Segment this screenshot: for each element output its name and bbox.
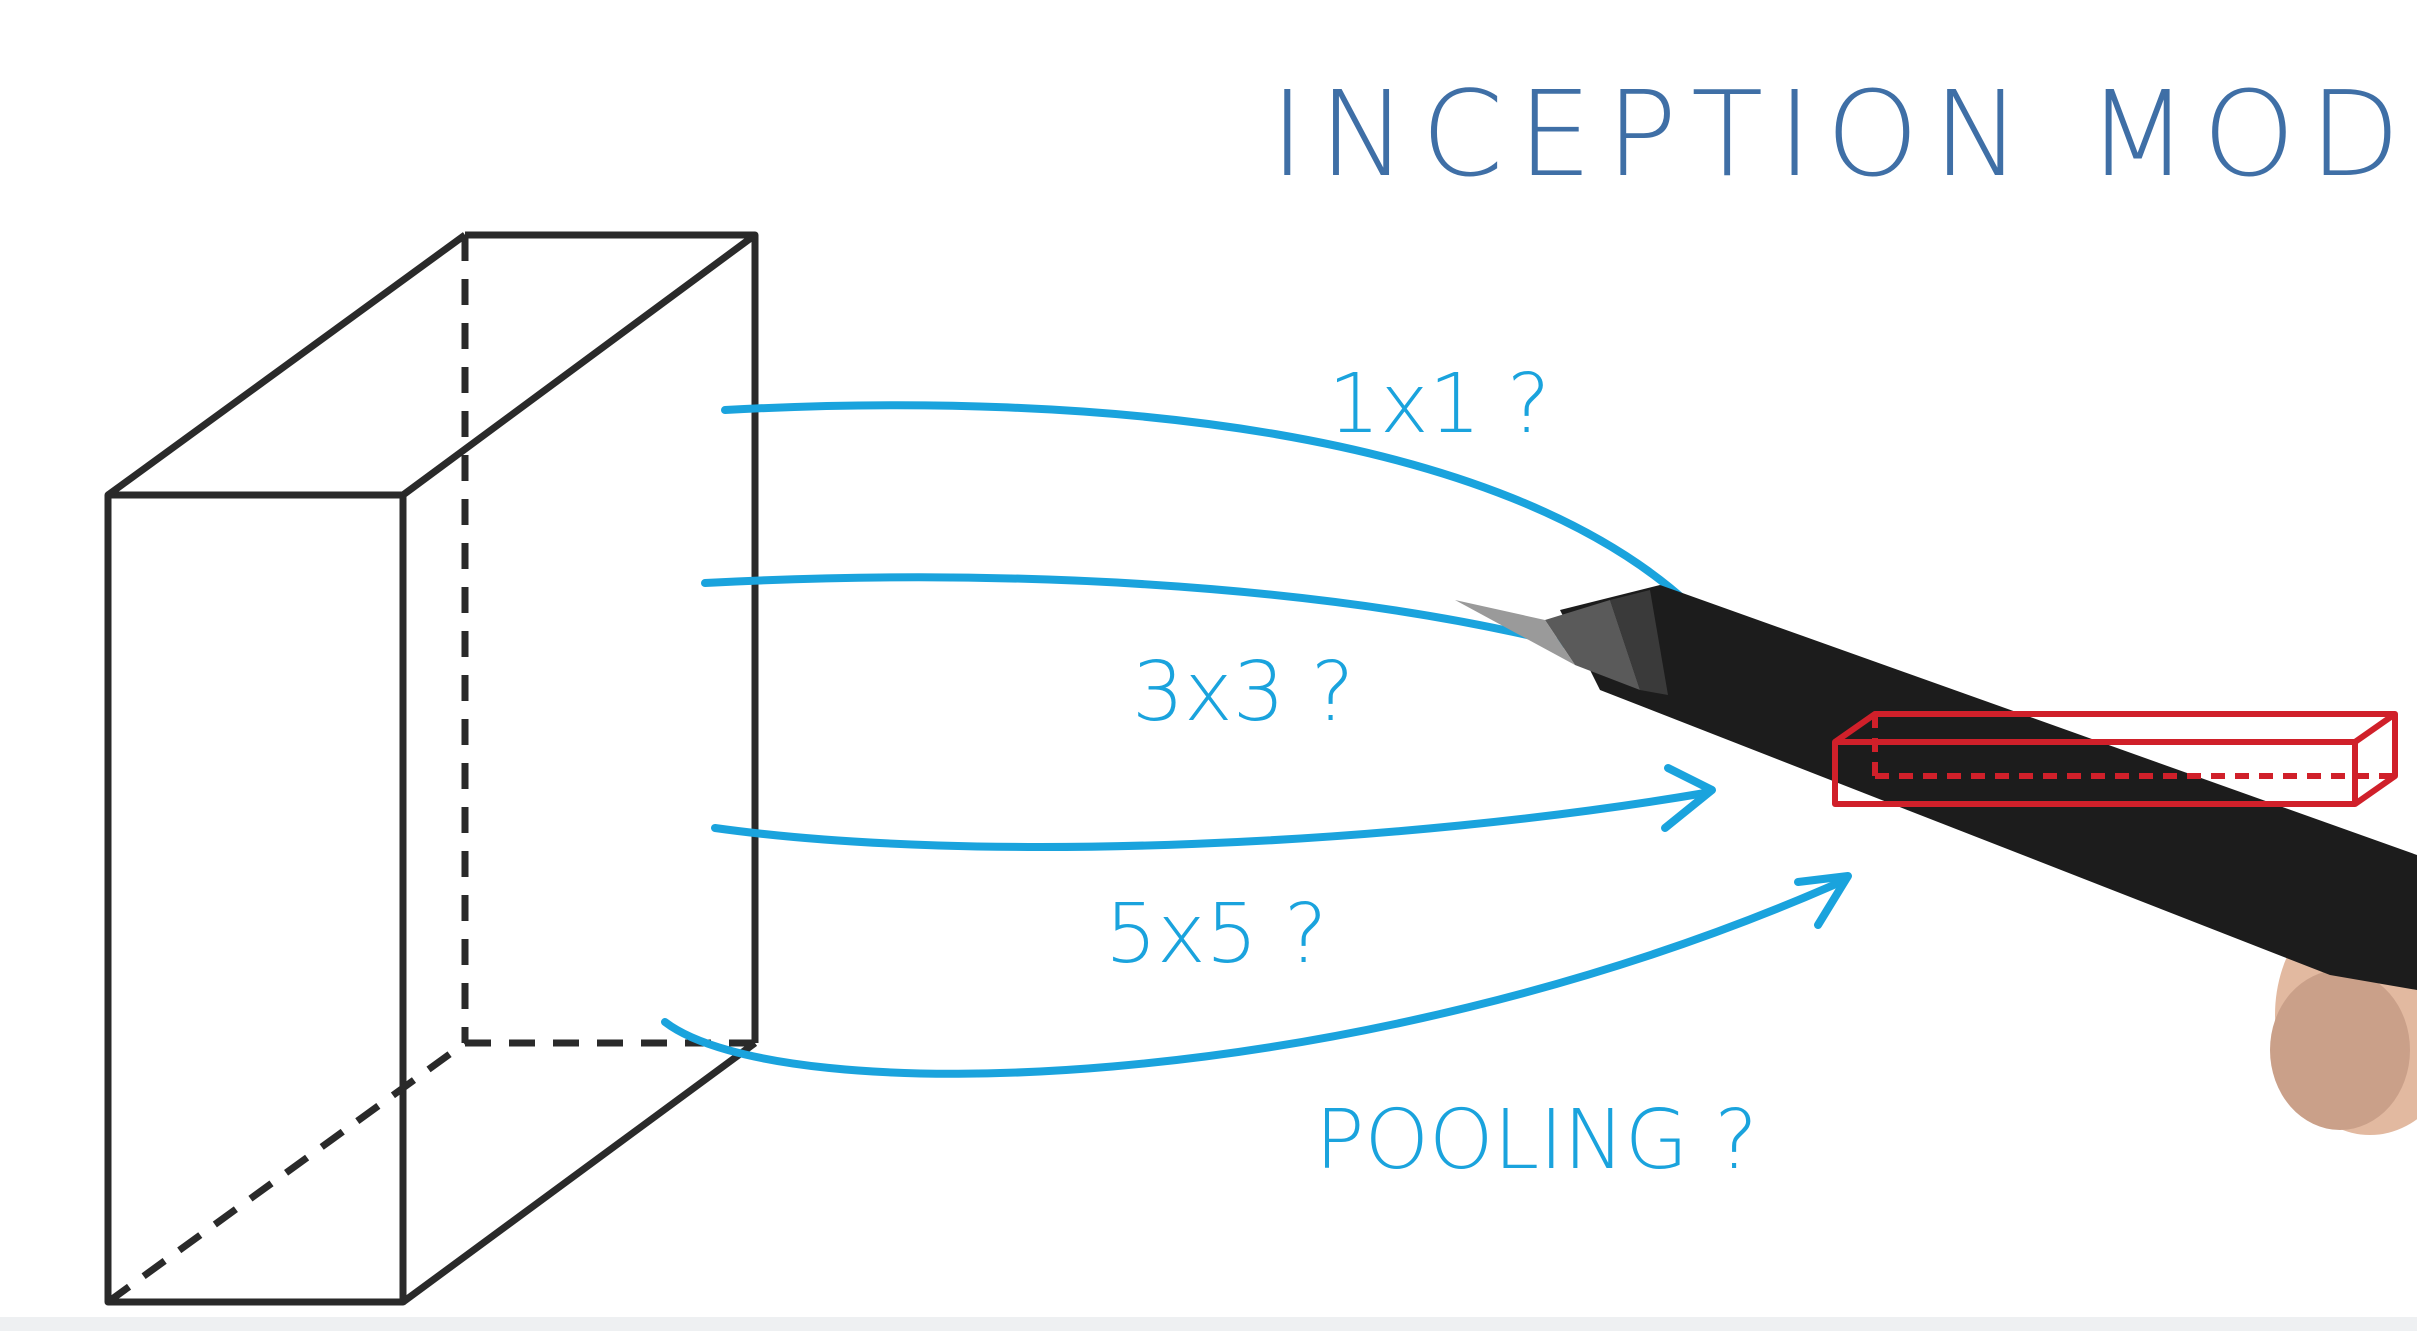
input-volume-front-face	[104, 491, 407, 1306]
pen-icon	[1455, 585, 2417, 990]
label-pooling: POOLING ?	[1315, 1093, 1758, 1188]
output-block-top	[1833, 711, 2398, 745]
input-volume	[104, 231, 759, 1306]
arrow-5x5	[711, 789, 1709, 851]
label-3x3: 3x3 ?	[1132, 645, 1354, 740]
input-volume-hidden-edges	[105, 235, 755, 1305]
title: INCEPTION MODULES	[1270, 65, 2417, 203]
bottom-strip	[0, 1317, 2417, 1331]
arrow-5x5-head	[1661, 764, 1716, 832]
arrow-pooling-head	[1794, 872, 1852, 929]
input-volume-back-edges	[465, 231, 759, 1043]
input-volume-top-right-edge	[400, 232, 758, 498]
label-5x5: 5x5 ?	[1105, 887, 1327, 982]
label-1x1: 1x1 ?	[1328, 357, 1550, 452]
output-block	[1832, 711, 2398, 807]
input-volume-top-left-edge	[105, 232, 468, 498]
arrow-pooling	[661, 876, 1849, 1078]
arrow-1x1	[721, 401, 1694, 609]
input-volume-bottom-right-edge	[400, 1040, 758, 1305]
branch-labels: 1x1 ? 3x3 ? 5x5 ? POOLING ?	[1105, 357, 1758, 1188]
output-block-side	[2353, 714, 2398, 807]
